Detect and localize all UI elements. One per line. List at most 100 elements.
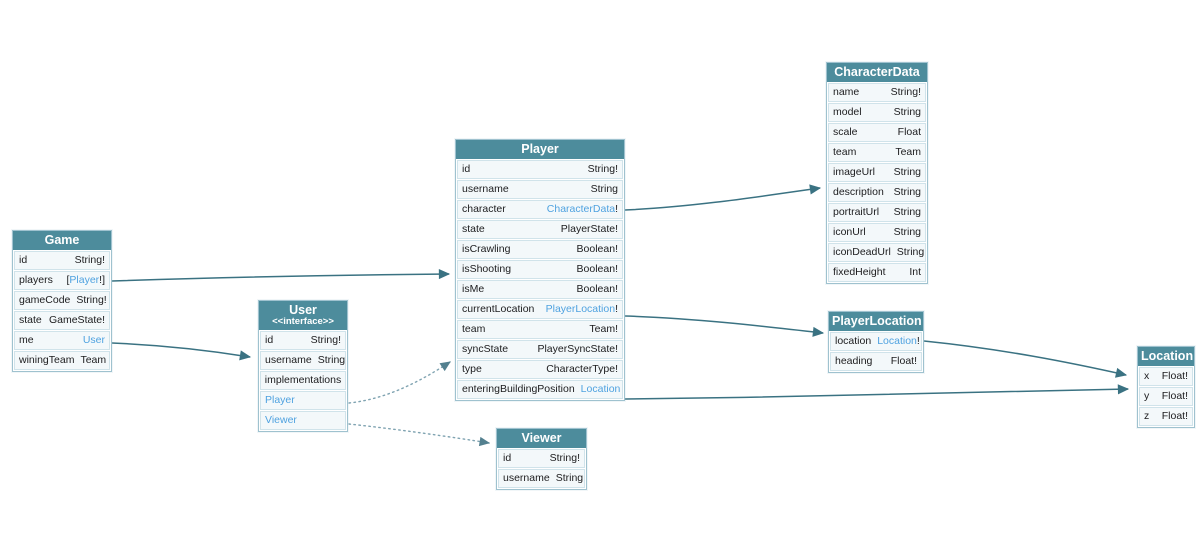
type-link[interactable]: Player	[265, 394, 295, 406]
type-text: String	[555, 472, 584, 484]
field-row-username[interactable]: username String	[457, 180, 623, 199]
table-title: Location	[1141, 349, 1194, 363]
field-name: character	[462, 203, 506, 215]
field-name: heading	[835, 355, 873, 367]
field-type: String!	[891, 84, 921, 101]
field-type: String!	[550, 450, 580, 467]
field-name: scale	[833, 126, 858, 138]
field-type: CharacterData!	[547, 201, 618, 218]
field-type: Location!	[877, 333, 920, 350]
field-type: Boolean!	[577, 241, 618, 258]
field-type: String	[556, 470, 583, 487]
type-link[interactable]: CharacterData	[546, 203, 616, 215]
field-type: Team	[895, 144, 921, 161]
field-name: players	[19, 274, 53, 286]
type-text: Team	[80, 354, 107, 366]
field-type: Float!	[891, 353, 917, 370]
implementation-row-viewer[interactable]: Viewer	[260, 411, 346, 430]
implementation-row-player[interactable]: Player	[260, 391, 346, 410]
table-header-user[interactable]: User<<interface>>	[259, 301, 347, 330]
table-title: CharacterData	[834, 65, 920, 79]
type-link[interactable]: PlayerLocation	[545, 303, 616, 315]
field-row-z[interactable]: z Float!	[1139, 407, 1193, 426]
table-header-viewer[interactable]: Viewer	[497, 429, 586, 448]
type-text: String!	[74, 254, 105, 266]
field-row-enteringbuildingposition[interactable]: enteringBuildingPosition Location	[457, 380, 623, 399]
table-header-player[interactable]: Player	[456, 140, 624, 159]
edge-player-currentlocation-to-playerlocation	[624, 315, 825, 337]
field-type: String	[591, 181, 618, 198]
field-name: y	[1144, 390, 1150, 402]
table-header-location[interactable]: Location	[1138, 347, 1194, 366]
field-name: username	[462, 183, 509, 195]
field-type: Float!	[1162, 408, 1188, 425]
type-link[interactable]: Location	[580, 383, 621, 395]
type-text: Int	[909, 266, 921, 278]
field-row-character[interactable]: character CharacterData!	[457, 200, 623, 219]
field-name: portraitUrl	[833, 206, 880, 218]
type-text: String	[893, 106, 921, 118]
field-name: isShooting	[462, 263, 512, 275]
type-link[interactable]: User	[82, 334, 105, 346]
field-row-heading[interactable]: heading Float!	[830, 352, 922, 371]
field-name: enteringBuildingPosition	[462, 383, 575, 395]
edge-player-character-to-characterdata	[624, 184, 822, 211]
table-header-characterdata[interactable]: CharacterData	[827, 63, 927, 82]
field-type: Float!	[1162, 388, 1188, 405]
field-row-players[interactable]: players[Player!]	[14, 271, 110, 290]
table-header-game[interactable]: Game	[13, 231, 111, 250]
edge-game-players-to-player	[111, 269, 451, 282]
field-type: Team	[80, 352, 106, 369]
field-type: GameState!	[49, 312, 105, 329]
table-header-playerlocation[interactable]: PlayerLocation	[829, 312, 923, 331]
field-type: Float!	[1162, 368, 1188, 385]
field-type: Team!	[589, 321, 618, 338]
field-row-y[interactable]: y Float!	[1139, 387, 1193, 406]
type-link[interactable]: Location	[877, 335, 917, 347]
field-name: username	[265, 354, 312, 366]
field-type: String!	[76, 292, 106, 309]
field-name: id	[265, 334, 274, 346]
field-name: z	[1144, 410, 1150, 422]
field-type: PlayerState!	[561, 221, 618, 238]
field-name: currentLocation	[462, 303, 535, 315]
type-link[interactable]: Player	[69, 274, 100, 286]
field-type: User	[83, 332, 105, 349]
type-text: !	[615, 203, 618, 215]
field-name: id	[462, 163, 471, 175]
type-link[interactable]: Viewer	[265, 414, 297, 426]
